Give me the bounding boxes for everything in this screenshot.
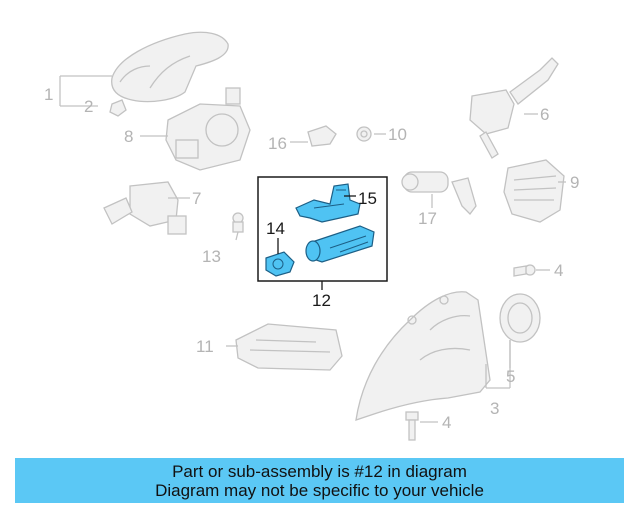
ghost-part-17 bbox=[401, 171, 477, 215]
callout-11: 11 bbox=[196, 337, 214, 356]
callout-10: 10 bbox=[388, 125, 407, 144]
ghost-part-3 bbox=[355, 291, 491, 421]
ghost-part-16 bbox=[307, 125, 337, 147]
assembly-leader-lines bbox=[277, 195, 356, 290]
ghost-part-6 bbox=[469, 57, 559, 159]
ghost-part-4-upper bbox=[513, 264, 536, 277]
part-12-lock-housing bbox=[305, 225, 375, 263]
callout-8: 8 bbox=[124, 127, 133, 146]
ghost-part-7 bbox=[103, 181, 187, 235]
banner-line-1: Part or sub-assembly is #12 in diagram bbox=[172, 461, 467, 481]
ghost-part-9 bbox=[503, 159, 565, 223]
ghost-part-13 bbox=[232, 212, 244, 233]
ghost-part-8 bbox=[165, 87, 251, 171]
callout-5: 5 bbox=[506, 367, 515, 386]
callout-2: 2 bbox=[84, 97, 93, 116]
callout-4-upper: 4 bbox=[554, 261, 563, 280]
parts-diagram: 1 2 8 7 13 16 10 6 9 17 4 11 5 3 4 12 14… bbox=[44, 31, 579, 441]
ghost-part-10 bbox=[356, 126, 372, 142]
callout-15: 15 bbox=[358, 189, 377, 208]
callout-13: 13 bbox=[202, 247, 221, 266]
callout-6: 6 bbox=[540, 105, 549, 124]
ghost-part-4-lower bbox=[405, 411, 419, 441]
ghost-part-5 bbox=[499, 293, 541, 343]
callout-9: 9 bbox=[570, 173, 579, 192]
callout-4-lower: 4 bbox=[442, 413, 451, 432]
callout-7: 7 bbox=[192, 189, 201, 208]
callout-14: 14 bbox=[266, 219, 285, 238]
ghost-part-2 bbox=[109, 99, 127, 117]
callout-16: 16 bbox=[268, 134, 287, 153]
ghost-part-11 bbox=[235, 323, 343, 371]
callout-3: 3 bbox=[490, 399, 499, 418]
callout-12: 12 bbox=[312, 291, 331, 310]
leader-lines bbox=[59, 75, 566, 423]
callout-1: 1 bbox=[44, 85, 53, 104]
ghost-part-1 bbox=[111, 31, 229, 103]
banner-line-2: Diagram may not be specific to your vehi… bbox=[155, 480, 484, 500]
part-15-bracket bbox=[295, 183, 361, 223]
info-banner: Part or sub-assembly is #12 in diagram D… bbox=[15, 458, 624, 503]
part-14-cylinder bbox=[265, 251, 295, 277]
callout-17: 17 bbox=[418, 209, 437, 228]
assembly-12-box bbox=[257, 176, 388, 282]
